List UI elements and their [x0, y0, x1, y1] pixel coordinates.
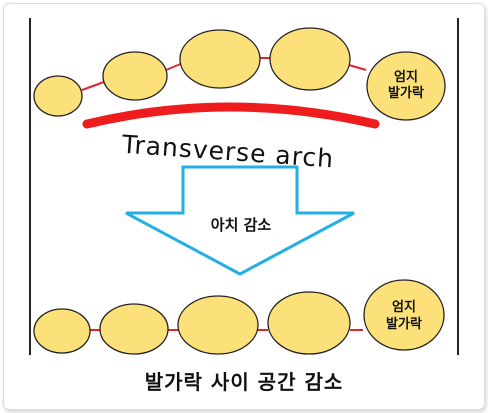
top-second-toe: [269, 27, 351, 91]
bottom-big-toe-label-line2: 발가락: [386, 316, 422, 332]
top-big-toe-label-line1: 엄지: [394, 70, 418, 85]
diagram-caption: 발가락 사이 공간 감소: [144, 370, 344, 394]
top-row-toes: [33, 27, 446, 121]
top-fourth-toe: [102, 51, 168, 101]
bottom-small-toe: [33, 308, 91, 354]
bottom-big-toe-label-line1: 엄지: [392, 300, 416, 315]
bottom-row-toes: [33, 279, 445, 355]
bottom-big-toe: [363, 279, 445, 351]
bottom-second-toe: [267, 291, 351, 355]
top-big-toe: [366, 51, 446, 121]
bottom-third-toe: [177, 295, 259, 355]
arrow-label: 아치 감소: [211, 216, 272, 234]
top-small-toe: [33, 75, 83, 117]
top-third-toe: [179, 29, 261, 89]
top-big-toe-label-line2: 발가락: [388, 85, 424, 101]
bottom-fourth-toe: [99, 303, 169, 355]
transverse-arch-curve: [82, 102, 380, 129]
reduction-arrow: [125, 165, 355, 276]
